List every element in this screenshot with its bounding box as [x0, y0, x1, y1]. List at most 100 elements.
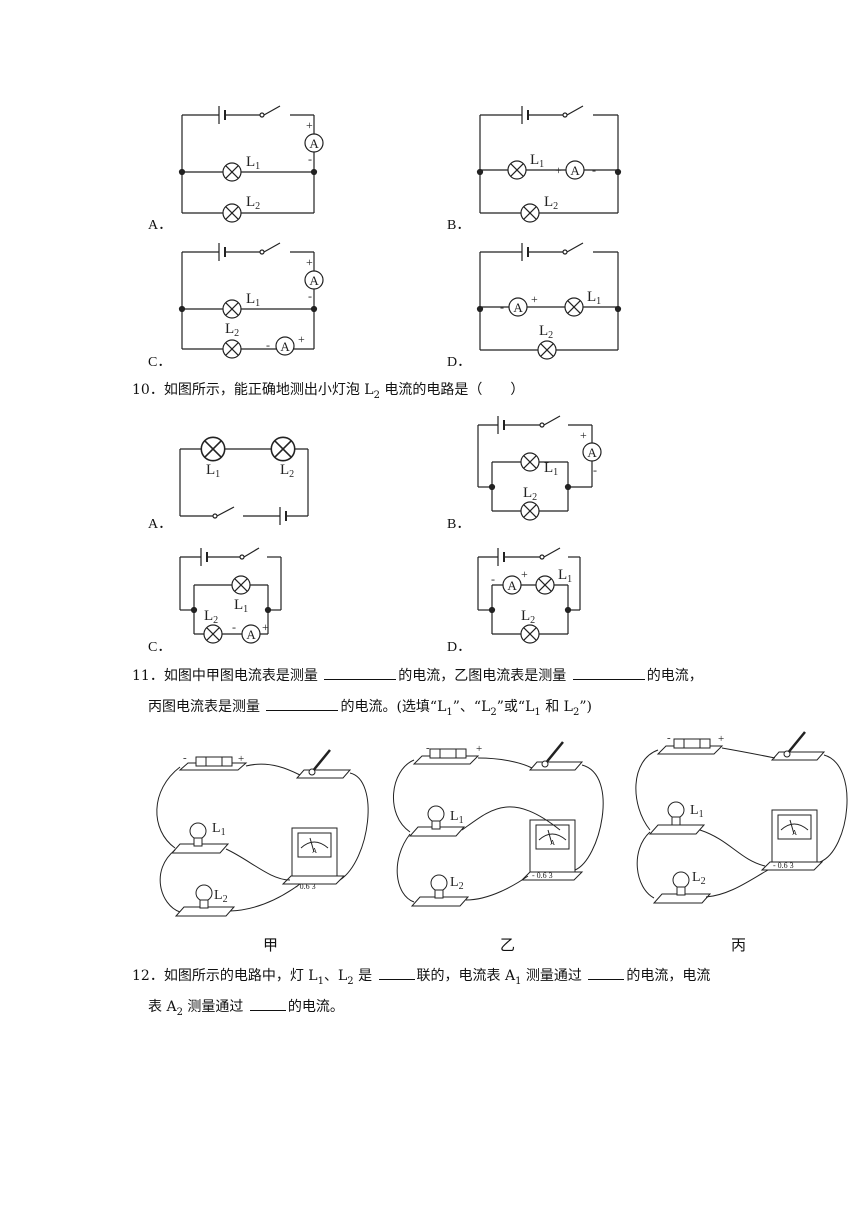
svg-text:L1: L1	[544, 460, 558, 478]
question-11-line2: 丙图电流表是测量 的电流。(选填“L1”、“L2”或“L1 和 L2”)	[148, 696, 592, 723]
answer-blank-4[interactable]	[378, 965, 415, 980]
q9-circuit-d: - + L1 L2	[476, 242, 622, 360]
caption-bing: 丙	[731, 936, 747, 954]
svg-text:L2: L2	[523, 485, 537, 503]
svg-text:+: +	[262, 620, 269, 634]
svg-text:L2: L2	[450, 875, 464, 892]
q12-text: 是	[353, 968, 373, 984]
svg-text:+: +	[531, 292, 538, 306]
q10-circuit-d: - + L1 L2	[477, 547, 581, 644]
q10-sub: 2	[373, 389, 380, 401]
svg-text:L2: L2	[692, 870, 706, 887]
q10-text: 如图所示，能正确地测出小灯泡 L	[163, 382, 374, 398]
svg-text:L1: L1	[246, 291, 260, 309]
q12-text: 测量通过	[521, 968, 582, 984]
svg-text:+: +	[476, 743, 482, 755]
q9-circuit-b: L1 + - L2	[476, 105, 622, 223]
q12-sub: 1	[515, 975, 522, 987]
q11-text: ”或“L	[496, 699, 535, 715]
svg-text:+: +	[238, 753, 244, 765]
q10-option-d[interactable]: D．	[447, 640, 472, 655]
q12-text: 如图所示的电路中，灯 L	[163, 968, 318, 984]
q9-option-a[interactable]: A．	[148, 218, 173, 233]
q9-option-b[interactable]: B．	[447, 218, 471, 233]
q12-text: 表 A	[148, 999, 177, 1015]
q12-sub: 1	[317, 975, 324, 987]
svg-text:L1: L1	[450, 809, 464, 826]
question-number: 12．	[132, 968, 164, 984]
svg-text:-: -	[308, 152, 312, 166]
q11-text: 的电流，	[646, 668, 703, 684]
svg-text:- 0.6 3: - 0.6 3	[295, 882, 316, 891]
q11-sub: 2	[572, 706, 580, 718]
q9-option-d[interactable]: D．	[447, 355, 472, 370]
svg-text:-: -	[667, 732, 671, 744]
svg-text:L1: L1	[246, 154, 260, 172]
q10-circuit-b: + - L1 L2	[477, 415, 602, 521]
question-10-stem: 10．如图所示，能正确地测出小灯泡 L2 电流的电路是（ ）	[132, 380, 524, 406]
question-number: 10．	[132, 382, 164, 398]
svg-text:L2: L2	[544, 194, 558, 212]
svg-text:+: +	[521, 567, 528, 581]
svg-text:L2: L2	[214, 888, 228, 905]
svg-text:-: -	[232, 620, 236, 634]
question-12-line1: 12．如图所示的电路中，灯 L1、L2 是 联的，电流表 A1 测量通过 的电流…	[132, 965, 710, 992]
q12-text: 测量通过	[182, 999, 244, 1015]
answer-blank-5[interactable]	[588, 965, 625, 980]
q9-option-c[interactable]: C．	[148, 355, 172, 370]
svg-text:+: +	[298, 332, 305, 346]
svg-text:+: +	[306, 118, 313, 132]
svg-text:-: -	[308, 289, 312, 303]
svg-text:L1: L1	[206, 462, 220, 480]
q11-text: 的电流，乙图电流表是测量	[398, 668, 567, 684]
q12-text: 联的，电流表 A	[416, 968, 516, 984]
svg-text:L1: L1	[558, 567, 572, 585]
q10-circuit-c: L1 L2 - +	[179, 547, 282, 644]
q10-option-c[interactable]: C．	[148, 640, 172, 655]
q10-option-a[interactable]: A．	[148, 517, 173, 532]
svg-text:-: -	[593, 463, 597, 477]
svg-text:L2: L2	[521, 608, 535, 626]
question-12-line2: 表 A2 测量通过 的电流。	[148, 996, 344, 1023]
svg-text:+: +	[580, 428, 587, 442]
question-number: 11．	[132, 668, 164, 684]
q11-sub: 1	[446, 706, 453, 718]
svg-text:-: -	[183, 752, 187, 764]
q12-sub: 2	[176, 1006, 183, 1018]
q11-text: ”)	[579, 699, 592, 715]
svg-text:-: -	[491, 572, 495, 586]
q11-text: 如图中甲图电流表是测量	[163, 668, 318, 684]
q11-sub: 1	[534, 706, 541, 718]
svg-text:A: A	[550, 839, 555, 847]
q11-text: 丙图电流表是测量	[148, 699, 260, 715]
q9-circuit-a: + - L1 L2	[178, 105, 324, 223]
q10-circuit-a: L1 L2	[179, 436, 309, 526]
answer-blank-6[interactable]	[249, 996, 286, 1011]
svg-text:L1: L1	[212, 821, 226, 838]
q11-circuit-yi: - + L1 L2 A - 0.6 3	[392, 741, 604, 907]
svg-text:L2: L2	[280, 462, 294, 480]
answer-blank-2[interactable]	[572, 665, 645, 680]
svg-text:L2: L2	[246, 194, 260, 212]
svg-text:L1: L1	[587, 289, 601, 307]
answer-blank-3[interactable]	[266, 696, 339, 711]
q10-text-after: 电流的电路是（ ）	[379, 382, 525, 398]
q12-text: 的电流，电流	[626, 968, 711, 984]
q11-text: ”、“L	[452, 699, 491, 715]
svg-text:-: -	[266, 338, 270, 352]
svg-text:+: +	[555, 163, 562, 177]
q12-text: 的电流。	[287, 999, 344, 1015]
q9-circuit-c: + - L1 L2 - +	[178, 242, 324, 359]
svg-text:L2: L2	[204, 608, 218, 626]
svg-text:+: +	[718, 733, 724, 745]
caption-yi: 乙	[500, 936, 516, 954]
q12-sub: 2	[347, 975, 354, 987]
q11-text: 的电流。(选填“L	[340, 699, 447, 715]
svg-text:-: -	[426, 742, 430, 754]
svg-text:A: A	[792, 829, 797, 837]
answer-blank-1[interactable]	[324, 665, 397, 680]
q10-option-b[interactable]: B．	[447, 517, 471, 532]
svg-text:L2: L2	[225, 321, 239, 339]
question-11-line1: 11．如图中甲图电流表是测量 的电流，乙图电流表是测量 的电流，	[132, 665, 703, 686]
q11-sub: 2	[490, 706, 497, 718]
